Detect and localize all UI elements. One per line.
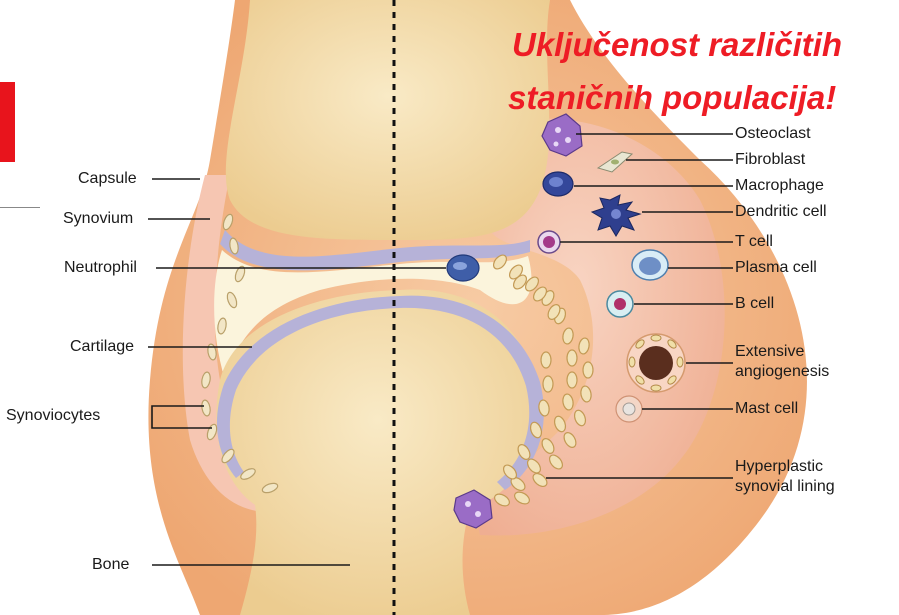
label-angiogenesis-line-1: Extensive [735,343,804,361]
label-hyperplastic-line-1: Hyperplastic [735,458,823,476]
macrophage-cell [543,172,573,196]
red-accent-bar [0,82,15,162]
label-synovium: Synovium [63,210,133,228]
label-capsule: Capsule [78,170,137,188]
b-cell [607,291,633,317]
title-line-1: Uključenost različitih [512,26,842,64]
label-hyperplastic-line-2: synovial lining [735,478,835,496]
upper-bone [226,0,550,240]
divider-rule [0,207,40,208]
label-plasma-cell: Plasma cell [735,259,817,277]
label-dendritic-cell: Dendritic cell [735,203,827,221]
t-cell [538,231,560,253]
angiogenesis-vessel [627,334,685,392]
label-bone: Bone [92,556,129,574]
mast-cell [616,396,642,422]
label-macrophage: Macrophage [735,177,824,195]
label-neutrophil: Neutrophil [64,259,137,277]
label-t-cell: T cell [735,233,773,251]
label-osteoclast: Osteoclast [735,125,811,143]
label-b-cell: B cell [735,295,774,313]
label-cartilage: Cartilage [70,338,134,356]
neutrophil-cell [447,255,479,281]
plasma-cell [632,250,668,280]
label-fibroblast: Fibroblast [735,151,805,169]
label-mast-cell: Mast cell [735,400,798,418]
title-line-2: staničnih populacija! [508,79,836,117]
label-angiogenesis-line-2: angiogenesis [735,363,829,381]
label-synoviocytes: Synoviocytes [6,407,100,425]
